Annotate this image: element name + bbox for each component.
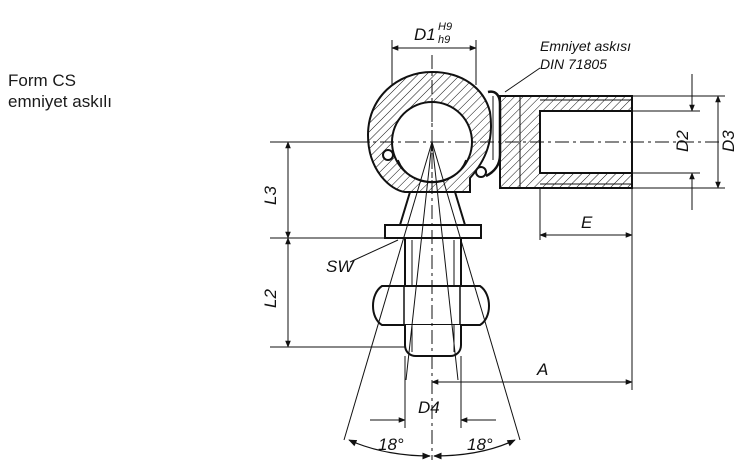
sw-label: SW bbox=[326, 257, 355, 276]
callout-leader bbox=[504, 67, 541, 93]
d1-tolerance-lower: h9 bbox=[438, 34, 450, 46]
callout-line-1: Emniyet askısı bbox=[540, 38, 631, 54]
a-label: A bbox=[536, 360, 548, 379]
d2-d3-dimensions bbox=[632, 74, 725, 210]
angle-right-label: 18° bbox=[467, 435, 493, 454]
angle-arcs bbox=[348, 439, 516, 460]
d3-label: D3 bbox=[719, 130, 738, 152]
caption-line-2: emniyet askılı bbox=[8, 92, 112, 111]
l3-label: L3 bbox=[261, 186, 280, 205]
e-label: E bbox=[581, 213, 593, 232]
d2-label: D2 bbox=[673, 130, 692, 152]
callout-line-2: DIN 71805 bbox=[540, 56, 607, 72]
form-caption: Form CS emniyet askılı bbox=[8, 70, 112, 112]
l2-label: L2 bbox=[261, 289, 280, 308]
d1-dimension bbox=[391, 40, 477, 85]
d1-tolerance-upper: H9 bbox=[438, 21, 452, 33]
a-dimension bbox=[431, 188, 633, 390]
sw-leader bbox=[349, 239, 399, 263]
ball-socket-housing bbox=[366, 70, 492, 193]
caption-line-1: Form CS bbox=[8, 71, 76, 90]
d1-label: D1 bbox=[414, 25, 436, 44]
e-dimension bbox=[539, 188, 633, 240]
neck-and-stud bbox=[372, 191, 490, 357]
angle-left-label: 18° bbox=[378, 435, 404, 454]
swivel-angle-rays bbox=[343, 141, 521, 441]
d4-label: D4 bbox=[418, 398, 440, 417]
l2-l3-dimensions bbox=[270, 141, 405, 348]
d4-dimension bbox=[370, 356, 496, 428]
